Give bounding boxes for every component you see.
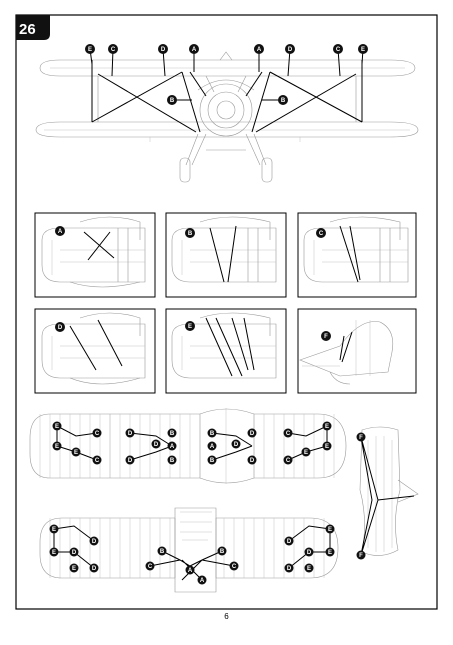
svg-text:C: C <box>286 458 291 464</box>
callout-tag: E <box>358 44 368 54</box>
panel-label: C <box>319 231 324 237</box>
svg-text:A: A <box>170 444 175 450</box>
front-view-callouts: E C D A A D C E B B <box>85 44 368 105</box>
svg-text:D: D <box>288 47 293 53</box>
panel-label: B <box>188 231 193 237</box>
callout-tag: E <box>85 44 95 54</box>
detail-panel-c: C <box>297 212 417 298</box>
callout-tag: C <box>333 44 343 54</box>
tail-plan: F F <box>356 426 419 560</box>
callout-tag: C <box>108 44 118 54</box>
page-border <box>15 14 438 610</box>
svg-text:D: D <box>92 566 97 572</box>
panel-label: E <box>188 324 192 330</box>
page-number: 6 <box>224 612 229 621</box>
front-view-aircraft <box>35 51 419 183</box>
svg-text:B: B <box>210 458 215 464</box>
panel-label: A <box>58 229 63 235</box>
callout-tag: B <box>167 95 177 105</box>
svg-text:D: D <box>128 458 133 464</box>
svg-text:C: C <box>286 431 291 437</box>
svg-text:E: E <box>88 47 92 53</box>
svg-text:A: A <box>257 47 262 53</box>
svg-text:D: D <box>154 442 159 448</box>
svg-text:E: E <box>52 550 56 556</box>
svg-text:D: D <box>128 431 133 437</box>
panel-label: D <box>58 325 63 331</box>
callout-tag: D <box>285 44 295 54</box>
svg-text:D: D <box>250 458 255 464</box>
step-number-box: 26 <box>16 15 50 40</box>
step-number: 26 <box>19 21 36 38</box>
svg-text:D: D <box>161 47 166 53</box>
detail-panel-d: D <box>34 308 156 394</box>
callout-tag: A <box>254 44 264 54</box>
svg-text:E: E <box>307 566 311 572</box>
svg-text:B: B <box>170 431 175 437</box>
lower-wing-callouts: E D E D E D B C A B C A D E D E D E <box>49 524 335 585</box>
svg-text:D: D <box>234 442 239 448</box>
svg-text:B: B <box>220 549 225 555</box>
svg-text:B: B <box>281 98 286 104</box>
upper-wing-plan <box>29 408 347 484</box>
svg-text:A: A <box>192 47 197 53</box>
svg-text:D: D <box>72 550 77 556</box>
svg-text:F: F <box>359 553 363 559</box>
callout-tag: B <box>278 95 288 105</box>
callout-tag: F <box>356 432 366 442</box>
svg-text:D: D <box>307 550 312 556</box>
svg-text:E: E <box>55 424 59 430</box>
svg-text:B: B <box>170 458 175 464</box>
svg-text:E: E <box>304 450 308 456</box>
svg-text:E: E <box>328 550 332 556</box>
svg-text:B: B <box>170 98 175 104</box>
svg-text:D: D <box>250 431 255 437</box>
svg-text:D: D <box>287 566 292 572</box>
svg-text:C: C <box>111 47 116 53</box>
callout-tag: F <box>356 550 366 560</box>
svg-text:F: F <box>359 435 363 441</box>
detail-panel-a: A <box>34 212 156 298</box>
detail-panel-b: B <box>165 212 287 298</box>
svg-text:A: A <box>200 578 205 584</box>
svg-text:C: C <box>148 564 153 570</box>
svg-text:E: E <box>72 566 76 572</box>
svg-text:C: C <box>232 564 237 570</box>
svg-text:E: E <box>325 444 329 450</box>
svg-text:C: C <box>336 47 341 53</box>
detail-panel-f: F <box>297 308 417 394</box>
svg-text:C: C <box>95 431 100 437</box>
svg-text:A: A <box>210 444 215 450</box>
svg-text:C: C <box>95 458 100 464</box>
lower-wing-plan <box>39 507 339 593</box>
svg-text:D: D <box>287 539 292 545</box>
svg-text:E: E <box>361 47 365 53</box>
svg-text:E: E <box>52 527 56 533</box>
svg-text:E: E <box>55 444 59 450</box>
detail-panel-e: E <box>165 308 287 394</box>
callout-tag: A <box>189 44 199 54</box>
svg-text:A: A <box>188 568 193 574</box>
svg-text:D: D <box>92 539 97 545</box>
svg-text:B: B <box>160 549 165 555</box>
svg-text:E: E <box>74 450 78 456</box>
svg-text:E: E <box>328 527 332 533</box>
callout-tag: D <box>158 44 168 54</box>
panel-label: F <box>324 334 328 340</box>
svg-text:B: B <box>210 431 215 437</box>
svg-text:E: E <box>325 424 329 430</box>
upper-wing-callouts: E E E C C D D D B A B B B A D D D C C E … <box>52 421 332 465</box>
front-view-rigging <box>89 48 364 133</box>
